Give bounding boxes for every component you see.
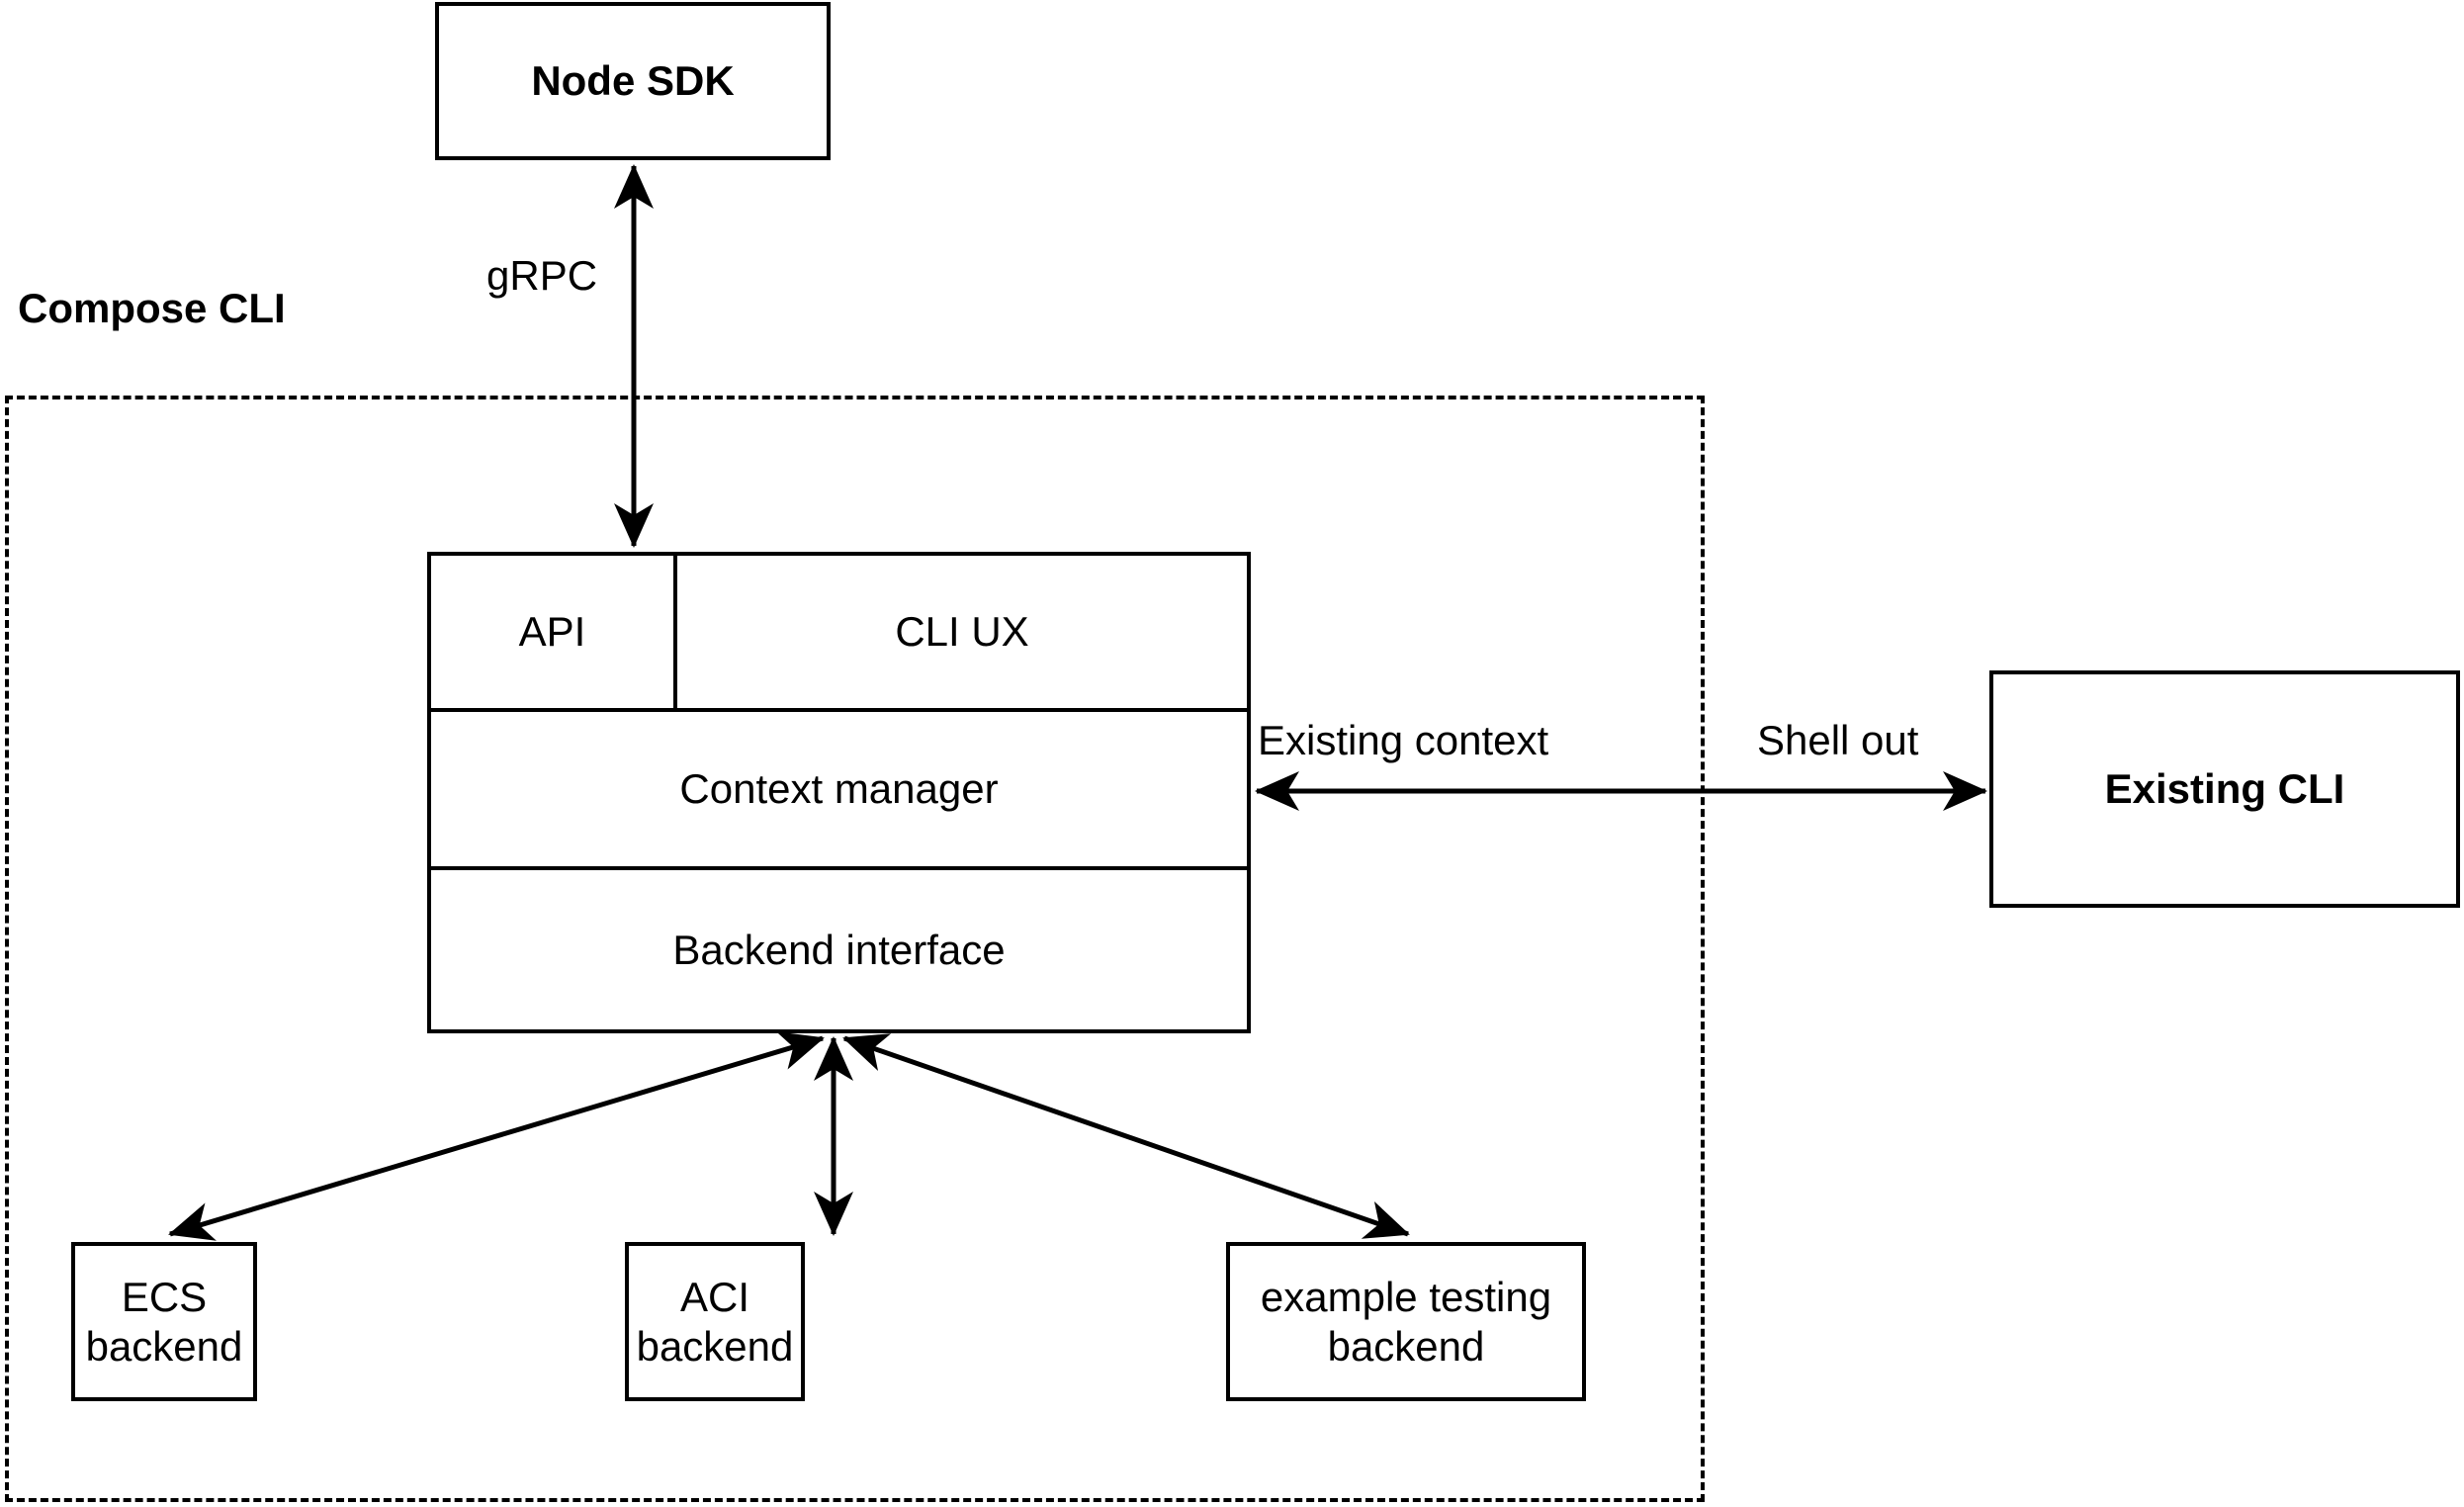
stack-row-backend-interface: Backend interface [431,870,1247,1029]
stack-cell-context-manager[interactable]: Context manager [679,765,999,812]
edge-example [842,1033,1410,1239]
node-ecs-backend[interactable]: ECS backend [71,1242,257,1401]
edge-label-shell-out: Shell out [1757,717,1919,763]
stack-cell-api[interactable]: API [431,556,677,708]
edge-ecs [168,1031,825,1241]
stack-cell-cli-ux[interactable]: CLI UX [895,608,1029,655]
compose-cli-group [5,396,1705,1502]
node-node-sdk[interactable]: Node SDK [435,2,831,160]
node-node-sdk-label: Node SDK [531,57,735,105]
stack-row-context-manager: Context manager [431,712,1247,870]
node-example-testing-backend-label: example testing backend [1260,1273,1552,1370]
stack-row-top: API CLI UX [431,556,1247,712]
node-example-testing-backend[interactable]: example testing backend [1226,1242,1586,1401]
edge-label-existing-context: Existing context [1258,717,1549,763]
node-existing-cli-label: Existing CLI [2104,765,2345,813]
node-aci-backend-label: ACI backend [636,1273,794,1370]
compose-cli-group-label: Compose CLI [18,285,286,331]
node-aci-backend[interactable]: ACI backend [625,1242,805,1401]
compose-cli-stack: API CLI UX Context manager Backend inter… [427,552,1251,1033]
stack-cell-backend-interface[interactable]: Backend interface [672,926,1006,973]
edge-label-grpc: gRPC [486,252,598,299]
node-ecs-backend-label: ECS backend [85,1273,243,1370]
node-existing-cli[interactable]: Existing CLI [1989,670,2460,908]
